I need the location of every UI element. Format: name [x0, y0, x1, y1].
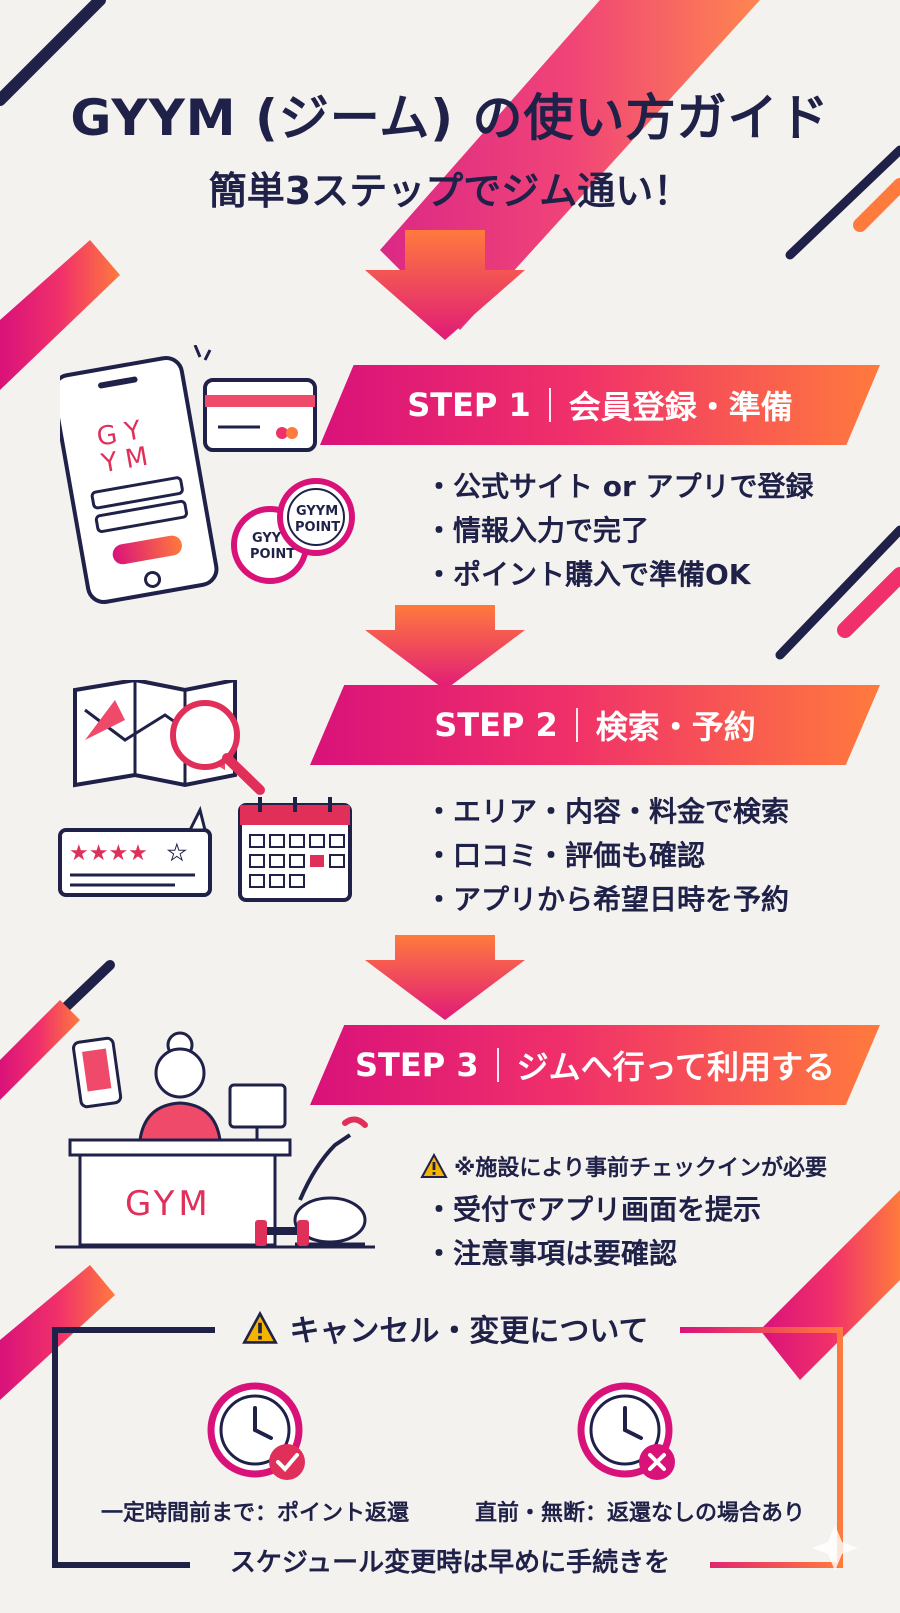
step3-bullets: ・受付でアプリ画面を提示 ・注意事項は要確認 — [425, 1188, 761, 1276]
list-item: ・注意事項は要確認 — [425, 1237, 678, 1270]
step3-banner: STEP 3 ジムへ行って利用する — [310, 1025, 880, 1105]
svg-text:POINT: POINT — [250, 547, 295, 562]
step3-note-text: ※施設により事前チェックインが必要 — [454, 1156, 827, 1181]
reception-desk: GYM — [55, 1138, 375, 1249]
list-item: ・情報入力で完了 — [425, 514, 650, 547]
step1-banner: STEP 1 会員登録・準備 — [320, 365, 880, 445]
page-subtitle: 簡単3ステップでジム通い！ — [208, 169, 692, 213]
svg-text:GYY: GYY — [252, 531, 282, 546]
receptionist-icon — [72, 1031, 222, 1142]
warning-icon — [420, 1153, 448, 1178]
cancel-section-title: キャンセル・変更について — [215, 1300, 675, 1356]
step2-label: STEP 2 — [434, 706, 558, 744]
svg-text:POINT: POINT — [295, 520, 340, 535]
point-coin-icon: GYY POINT GYYM POINT — [231, 478, 355, 584]
down-arrow-icon — [365, 935, 525, 1020]
smartphone-icon: G Y Y M — [60, 355, 219, 605]
clock-cross-icon — [577, 1382, 675, 1480]
step2-illustration: ★★★★ ★ — [58, 680, 352, 902]
list-item: ・エリア・内容・料金で検索 — [425, 795, 790, 828]
list-item: ・ポイント購入で準備OK — [425, 558, 751, 591]
calendar-icon — [238, 797, 352, 902]
step1-divider — [548, 388, 551, 422]
list-item: ・公式サイト or アプリで登録 — [425, 470, 814, 503]
svg-text:GYM: GYM — [125, 1184, 212, 1224]
credit-card-icon — [193, 345, 317, 452]
page-title: GYYM (ジーム) の使い方ガイド — [70, 89, 830, 147]
svg-text:GYYM: GYYM — [296, 504, 338, 519]
cancel-right-caption: 直前・無断：返還なしの場合あり — [474, 1501, 805, 1526]
list-item: ・口コミ・評価も確認 — [425, 839, 706, 872]
step3-note: ※施設により事前チェックインが必要 — [420, 1150, 827, 1182]
step1-heading: 会員登録・準備 — [568, 388, 793, 426]
step3-heading: ジムへ行って利用する — [516, 1048, 835, 1086]
clock-check-icon — [207, 1382, 305, 1480]
down-arrow-icon — [365, 605, 525, 690]
step2-bullets: ・エリア・内容・料金で検索 ・口コミ・評価も確認 ・アプリから希望日時を予約 — [425, 790, 789, 922]
cancel-left-caption: 一定時間前まで：ポイント返還 — [100, 1501, 409, 1526]
step3-illustration: GYM — [55, 1031, 375, 1249]
magnifier-icon — [170, 700, 265, 795]
step3-divider — [496, 1048, 499, 1082]
svg-text:★★★★: ★★★★ — [69, 841, 148, 866]
warning-icon — [242, 1311, 279, 1344]
dumbbell-icon — [255, 1220, 309, 1246]
monitor-icon — [228, 1083, 287, 1140]
step2-divider — [575, 708, 578, 742]
step3-label: STEP 3 — [355, 1046, 479, 1084]
cancel-title-text: キャンセル・変更について — [289, 1314, 649, 1349]
list-item: ・受付でアプリ画面を提示 — [425, 1193, 762, 1226]
step1-label: STEP 1 — [407, 386, 531, 424]
step1-illustration: G Y Y M GYY POINT GYYM POINT — [60, 345, 355, 605]
review-stars-icon: ★★★★ ★ — [58, 805, 212, 897]
exercise-bike-icon — [293, 1116, 368, 1248]
list-item: ・アプリから希望日時を予約 — [425, 883, 790, 916]
cancel-footer: スケジュール変更時は早めに手続きを — [190, 1530, 710, 1590]
svg-text:★: ★ — [167, 841, 187, 866]
step2-banner: STEP 2 検索・予約 — [310, 685, 880, 765]
down-arrow-icon — [365, 230, 525, 340]
step2-heading: 検索・予約 — [595, 708, 756, 746]
step1-bullets: ・公式サイト or アプリで登録 ・情報入力で完了 ・ポイント購入で準備OK — [425, 465, 814, 597]
